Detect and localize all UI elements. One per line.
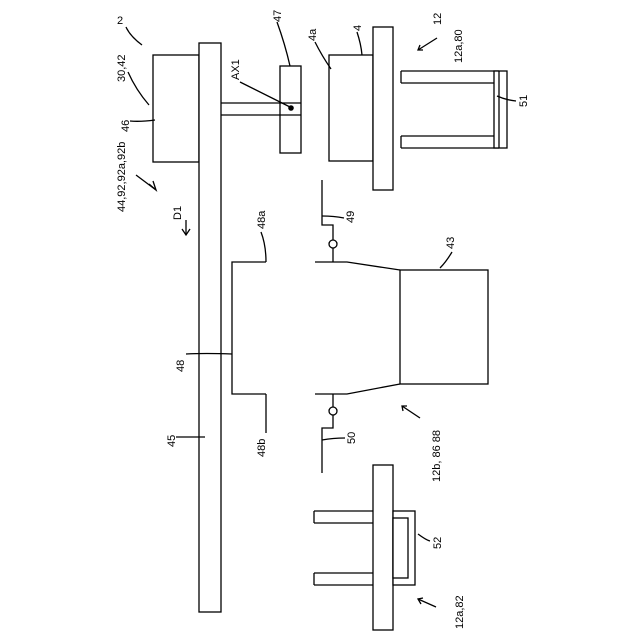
block-4 — [329, 55, 373, 161]
leader-52 — [418, 534, 430, 541]
arrow-12-shaft — [418, 38, 437, 50]
pipe-50 — [322, 394, 333, 473]
leader-48 — [186, 354, 232, 355]
funnel-upper — [315, 262, 400, 270]
leader-30-42 — [128, 72, 149, 105]
leader-46 — [130, 120, 155, 121]
valve-49 — [329, 240, 337, 248]
label-12b-86-88: 12b, 86 88 — [431, 430, 443, 482]
funnel-lower — [315, 384, 400, 394]
pipe-49 — [322, 180, 333, 262]
label-49: 49 — [345, 211, 357, 223]
plate-12a82 — [373, 465, 393, 630]
label-50: 50 — [346, 432, 358, 444]
leader-47 — [277, 22, 290, 66]
label-12a-82: 12a,82 — [454, 595, 466, 629]
label-48: 48 — [175, 360, 187, 372]
label-30-42: 30,42 — [116, 54, 128, 82]
block-52-inner — [393, 518, 408, 578]
label-51: 51 — [518, 95, 530, 107]
label-12a-80: 12a,80 — [453, 29, 465, 63]
label-d1: D1 — [172, 206, 184, 220]
frame-51-post — [494, 71, 507, 148]
leader-43 — [440, 252, 452, 268]
bar-45 — [199, 43, 221, 612]
plate-12 — [373, 27, 393, 190]
label-46: 46 — [120, 120, 132, 132]
label-43: 43 — [445, 237, 457, 249]
label-45: 45 — [166, 435, 178, 447]
arrow-44-head — [149, 181, 156, 190]
label-47: 47 — [272, 10, 284, 22]
label-4: 4 — [352, 25, 364, 31]
label-52: 52 — [432, 537, 444, 549]
label-48a: 48a — [256, 210, 268, 229]
label-48b: 48b — [256, 439, 268, 457]
label-4a: 4a — [307, 28, 319, 41]
leader-50 — [322, 438, 345, 440]
label-ax1: AX1 — [230, 59, 242, 80]
label-12: 12 — [432, 13, 444, 25]
valve-50 — [329, 407, 337, 415]
unit-43-box — [400, 270, 488, 384]
leader-49 — [322, 216, 344, 218]
leader-4 — [357, 32, 362, 55]
unit-46-box — [153, 55, 199, 162]
leader-2 — [126, 27, 142, 45]
arrow-12b-shaft — [402, 406, 420, 418]
leader-48a — [261, 232, 266, 262]
label-44-92: 44,92,92a,92b — [116, 142, 128, 212]
label-2: 2 — [117, 15, 123, 27]
cup-48 — [232, 262, 266, 394]
